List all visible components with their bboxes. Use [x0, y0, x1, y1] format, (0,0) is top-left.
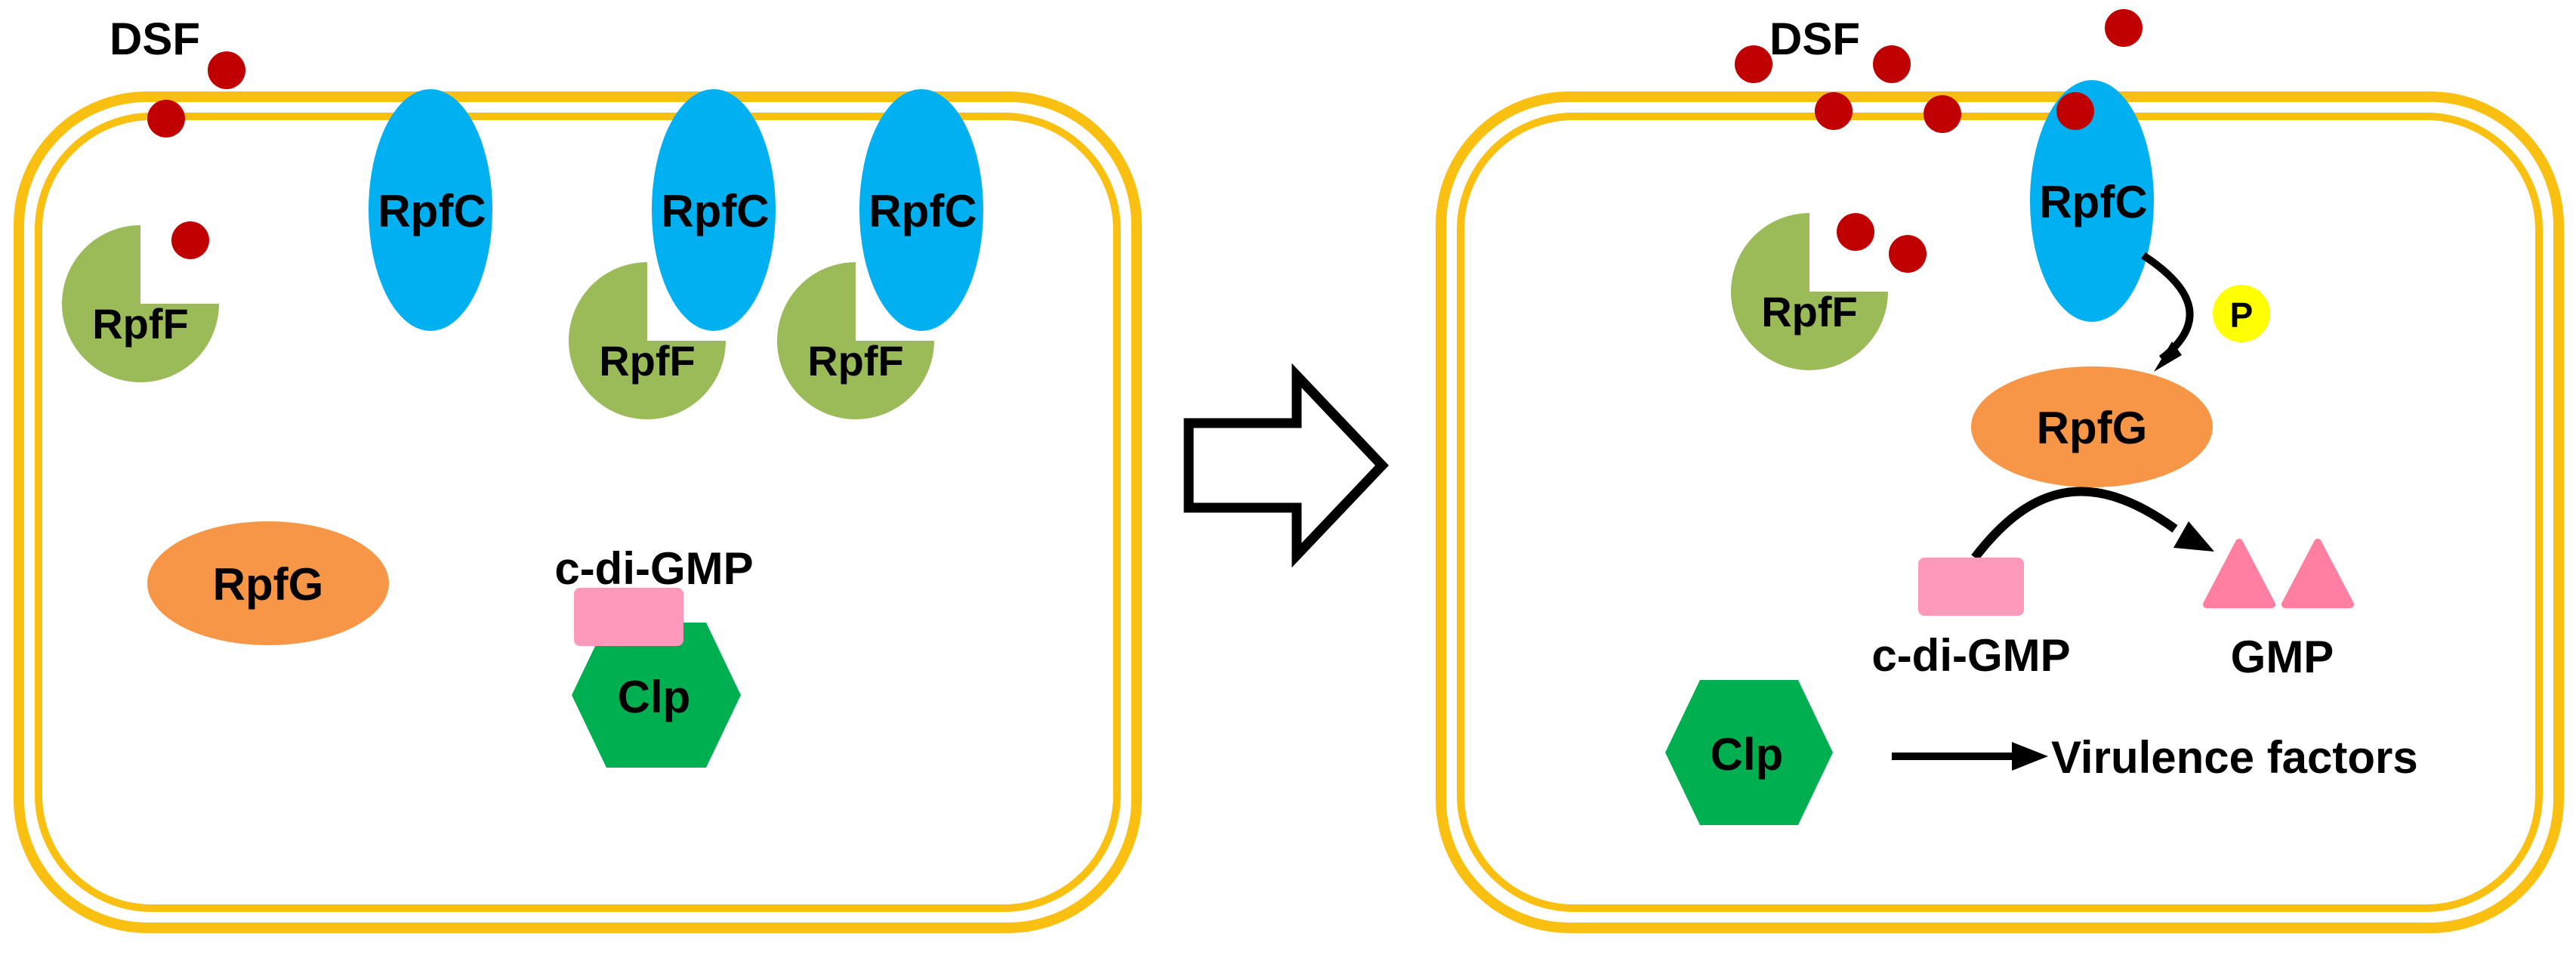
- cdigmp-block: [1918, 558, 2024, 616]
- left-rpfc-2: RpfC: [652, 89, 776, 331]
- dsf-molecule: [2105, 9, 2143, 47]
- left-rpff-bound-1: RpfF: [569, 262, 726, 419]
- rpff-label: RpfF: [92, 300, 189, 348]
- dsf-molecule: [208, 51, 245, 89]
- clp-hexagon: [1665, 680, 1833, 825]
- hydrolysis-arrow: [1971, 487, 2178, 561]
- right-clp: Clp: [1665, 680, 1833, 825]
- phosphorelay-arrowhead: [2154, 342, 2182, 372]
- clp-label: Clp: [618, 672, 691, 722]
- clp-label: Clp: [1711, 729, 1784, 780]
- left-rpfg: RpfG: [147, 521, 389, 645]
- left-clp-complex: Clp c-di-GMP: [554, 543, 754, 768]
- dsf-molecule: [1889, 235, 1927, 273]
- right-cdigmp: c-di-GMP: [1871, 558, 2071, 681]
- rpfg-label: RpfG: [2037, 403, 2148, 453]
- left-cell-membrane: [14, 91, 1142, 933]
- dsf-molecule: [1924, 95, 1961, 133]
- rpff-label: RpfF: [599, 337, 696, 385]
- clp-hexagon: [572, 623, 741, 768]
- rpfc-label: RpfC: [378, 186, 486, 236]
- hydrolysis-arrowhead: [2173, 521, 2214, 552]
- gmp-triangle: [2281, 539, 2354, 608]
- virulence-output: Virulence factors: [1892, 732, 2418, 783]
- phosphate-label: P: [2230, 295, 2254, 335]
- virulence-arrowhead: [2012, 742, 2048, 771]
- right-panel: DSF RpfF RpfC P RpfG: [1436, 9, 2564, 933]
- left-cdigmp-label: c-di-GMP: [554, 543, 753, 594]
- rpfc-label: RpfC: [868, 186, 976, 236]
- dsf-molecule: [2056, 92, 2094, 130]
- gmp-products: GMP: [2203, 539, 2354, 682]
- left-rpfc-1: RpfC: [369, 89, 492, 331]
- virulence-label: Virulence factors: [2051, 732, 2418, 783]
- left-rpff-bound-2: RpfF: [777, 262, 934, 419]
- gmp-label: GMP: [2231, 632, 2334, 682]
- rpfc-label: RpfC: [661, 186, 769, 236]
- rpff-label: RpfF: [1761, 288, 1858, 335]
- phosphate: P: [2213, 285, 2270, 342]
- right-cell-membrane: [1436, 91, 2564, 933]
- hollow-arrow: [1183, 363, 1389, 568]
- right-rpfg: RpfG: [1971, 366, 2213, 487]
- gmp-triangle: [2203, 539, 2275, 608]
- cdigmp-block: [574, 588, 683, 646]
- right-cdigmp-label: c-di-GMP: [1871, 630, 2070, 681]
- right-dsf-label: DSF: [1769, 14, 1860, 64]
- dsf-molecule: [171, 221, 209, 259]
- rpff-label: RpfF: [807, 337, 904, 385]
- transition-arrow: [1183, 363, 1389, 568]
- right-rpfc: RpfC: [2030, 80, 2154, 322]
- left-rpfc-3: RpfC: [859, 89, 983, 331]
- rpfc-label: RpfC: [2039, 177, 2147, 227]
- dsf-molecule: [1735, 45, 1772, 83]
- rpfg-label: RpfG: [213, 559, 324, 610]
- left-rpff-free: RpfF: [62, 225, 219, 382]
- right-rpff: RpfF: [1731, 213, 1888, 370]
- phosphorelay-arrow: [2141, 252, 2194, 362]
- dsf-molecule: [1873, 45, 1911, 83]
- left-panel: DSF RpfF RpfC RpfF RpfC RpfF: [14, 14, 1142, 933]
- dsf-molecule: [1837, 213, 1874, 251]
- dsf-molecule: [1815, 92, 1853, 130]
- left-dsf-label: DSF: [110, 14, 200, 64]
- dsf-molecule: [147, 100, 185, 138]
